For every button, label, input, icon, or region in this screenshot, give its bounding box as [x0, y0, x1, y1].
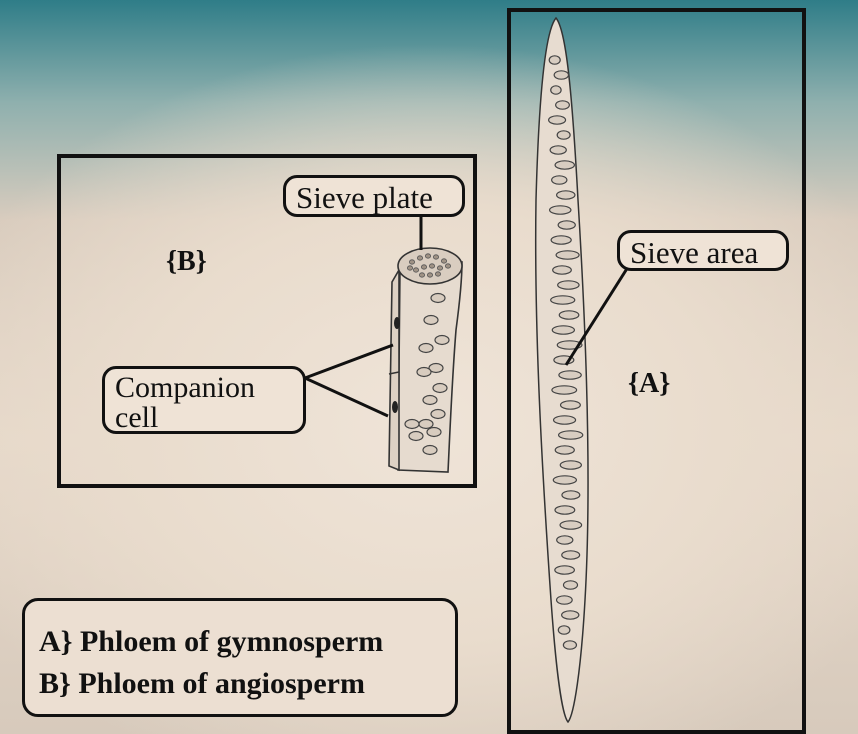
plate-pore — [434, 271, 441, 277]
lateral-sieve-area — [422, 444, 438, 456]
lateral-sieve-area — [430, 292, 446, 304]
companion-nucleus-upper — [394, 317, 400, 329]
legend-box: A} Phloem of gymnosperm B} Phloem of ang… — [22, 598, 458, 717]
lateral-sieve-area — [404, 418, 420, 430]
sieve-area-pore — [549, 145, 567, 155]
sieve-area-pore — [550, 85, 562, 95]
companion-nucleus-lower — [392, 401, 398, 413]
plate-pore — [412, 267, 419, 273]
sieve-area-pore — [551, 325, 576, 335]
companion-cell-label-line2: cell — [115, 401, 159, 434]
sieve-area-pore — [548, 205, 572, 215]
sieve-area-pore — [554, 445, 575, 455]
panel-b-tag: {B} — [166, 246, 207, 277]
plate-pore — [444, 263, 451, 269]
plate-pore — [426, 272, 433, 278]
sieve-area-pore — [552, 475, 578, 485]
sieve-area-pore — [557, 280, 580, 290]
sieve-area-pointer — [564, 266, 630, 366]
lateral-sieve-area — [432, 382, 448, 394]
plate-pore — [428, 263, 435, 269]
sieve-area-pore — [555, 595, 573, 605]
companion-pointer-upper — [304, 343, 394, 380]
sieve-area-pore — [551, 385, 578, 395]
plate-pore — [408, 259, 415, 265]
lateral-sieve-area — [408, 430, 424, 442]
sieve-area-pore — [562, 580, 579, 590]
sieve-area-pore — [548, 115, 567, 125]
lateral-sieve-area — [418, 418, 434, 430]
sieve-area-pore — [561, 610, 580, 620]
sieve-area-pore — [554, 565, 575, 575]
plate-pore — [406, 265, 413, 271]
plate-pore — [420, 264, 427, 270]
sieve-area-pore — [559, 460, 582, 470]
lateral-sieve-area — [416, 366, 432, 378]
sieve-areas-group — [548, 55, 584, 650]
sieve-area-pore — [548, 55, 561, 65]
sieve-area-pore — [551, 175, 568, 185]
sieve-area-pore — [555, 250, 580, 260]
sieve-area-pore — [556, 190, 576, 200]
sieve-area-pore — [557, 220, 576, 230]
sieve-area-pore — [550, 295, 576, 305]
sieve-area-pore — [557, 430, 584, 440]
plate-pore — [424, 253, 431, 259]
sieve-plate-pores — [406, 253, 451, 278]
plate-pore — [432, 254, 439, 260]
lateral-sieve-area — [423, 314, 439, 326]
sieve-area-pore — [554, 160, 576, 170]
sieve-area-pore — [557, 625, 571, 635]
lateral-sieve-area — [434, 334, 450, 346]
sieve-area-pore — [555, 100, 570, 110]
sieve-area-pore — [556, 535, 574, 545]
plate-pore — [440, 258, 447, 264]
sieve-area-pore — [561, 490, 581, 500]
sieve-area-pore — [559, 520, 583, 530]
sieve-area-pore — [559, 400, 581, 410]
companion-cell-label-line1: Companion — [115, 371, 255, 404]
lateral-sieve-area — [430, 408, 446, 420]
panel-a-tag: {A} — [628, 368, 671, 399]
sieve-area-pore — [558, 310, 580, 320]
lateral-sieve-area — [426, 426, 442, 438]
legend-item-a: A} Phloem of gymnosperm — [39, 625, 384, 658]
sieve-area-pore — [556, 130, 571, 140]
companion-cell-label: Companion cell — [102, 366, 306, 434]
sieve-area-pore — [554, 505, 576, 515]
lateral-sieve-area — [422, 394, 438, 406]
sieve-plate-label: Sieve plate — [283, 175, 465, 217]
sieve-area-pore — [562, 640, 578, 650]
companion-pointer-lower — [304, 376, 389, 418]
sieve-area-pore — [553, 70, 570, 80]
sieve-tube-lateral-areas — [404, 292, 450, 456]
angiosperm-sieve-tube — [388, 247, 463, 473]
plate-pore — [416, 255, 423, 261]
panel-b-frame — [57, 154, 477, 488]
plate-pore — [418, 272, 425, 278]
plate-pore — [436, 265, 443, 271]
sieve-area-pore — [552, 265, 572, 275]
sieve-area-pore — [558, 370, 582, 380]
lateral-sieve-area — [418, 342, 434, 354]
sieve-area-pore — [552, 415, 577, 425]
sieve-area-pore — [561, 550, 581, 560]
lateral-sieve-area — [428, 362, 444, 374]
sieve-area-pore — [550, 235, 572, 245]
panel-a-frame — [507, 8, 806, 734]
legend-item-b: B} Phloem of angiosperm — [39, 667, 365, 700]
sieve-area-label: Sieve area — [617, 230, 789, 271]
